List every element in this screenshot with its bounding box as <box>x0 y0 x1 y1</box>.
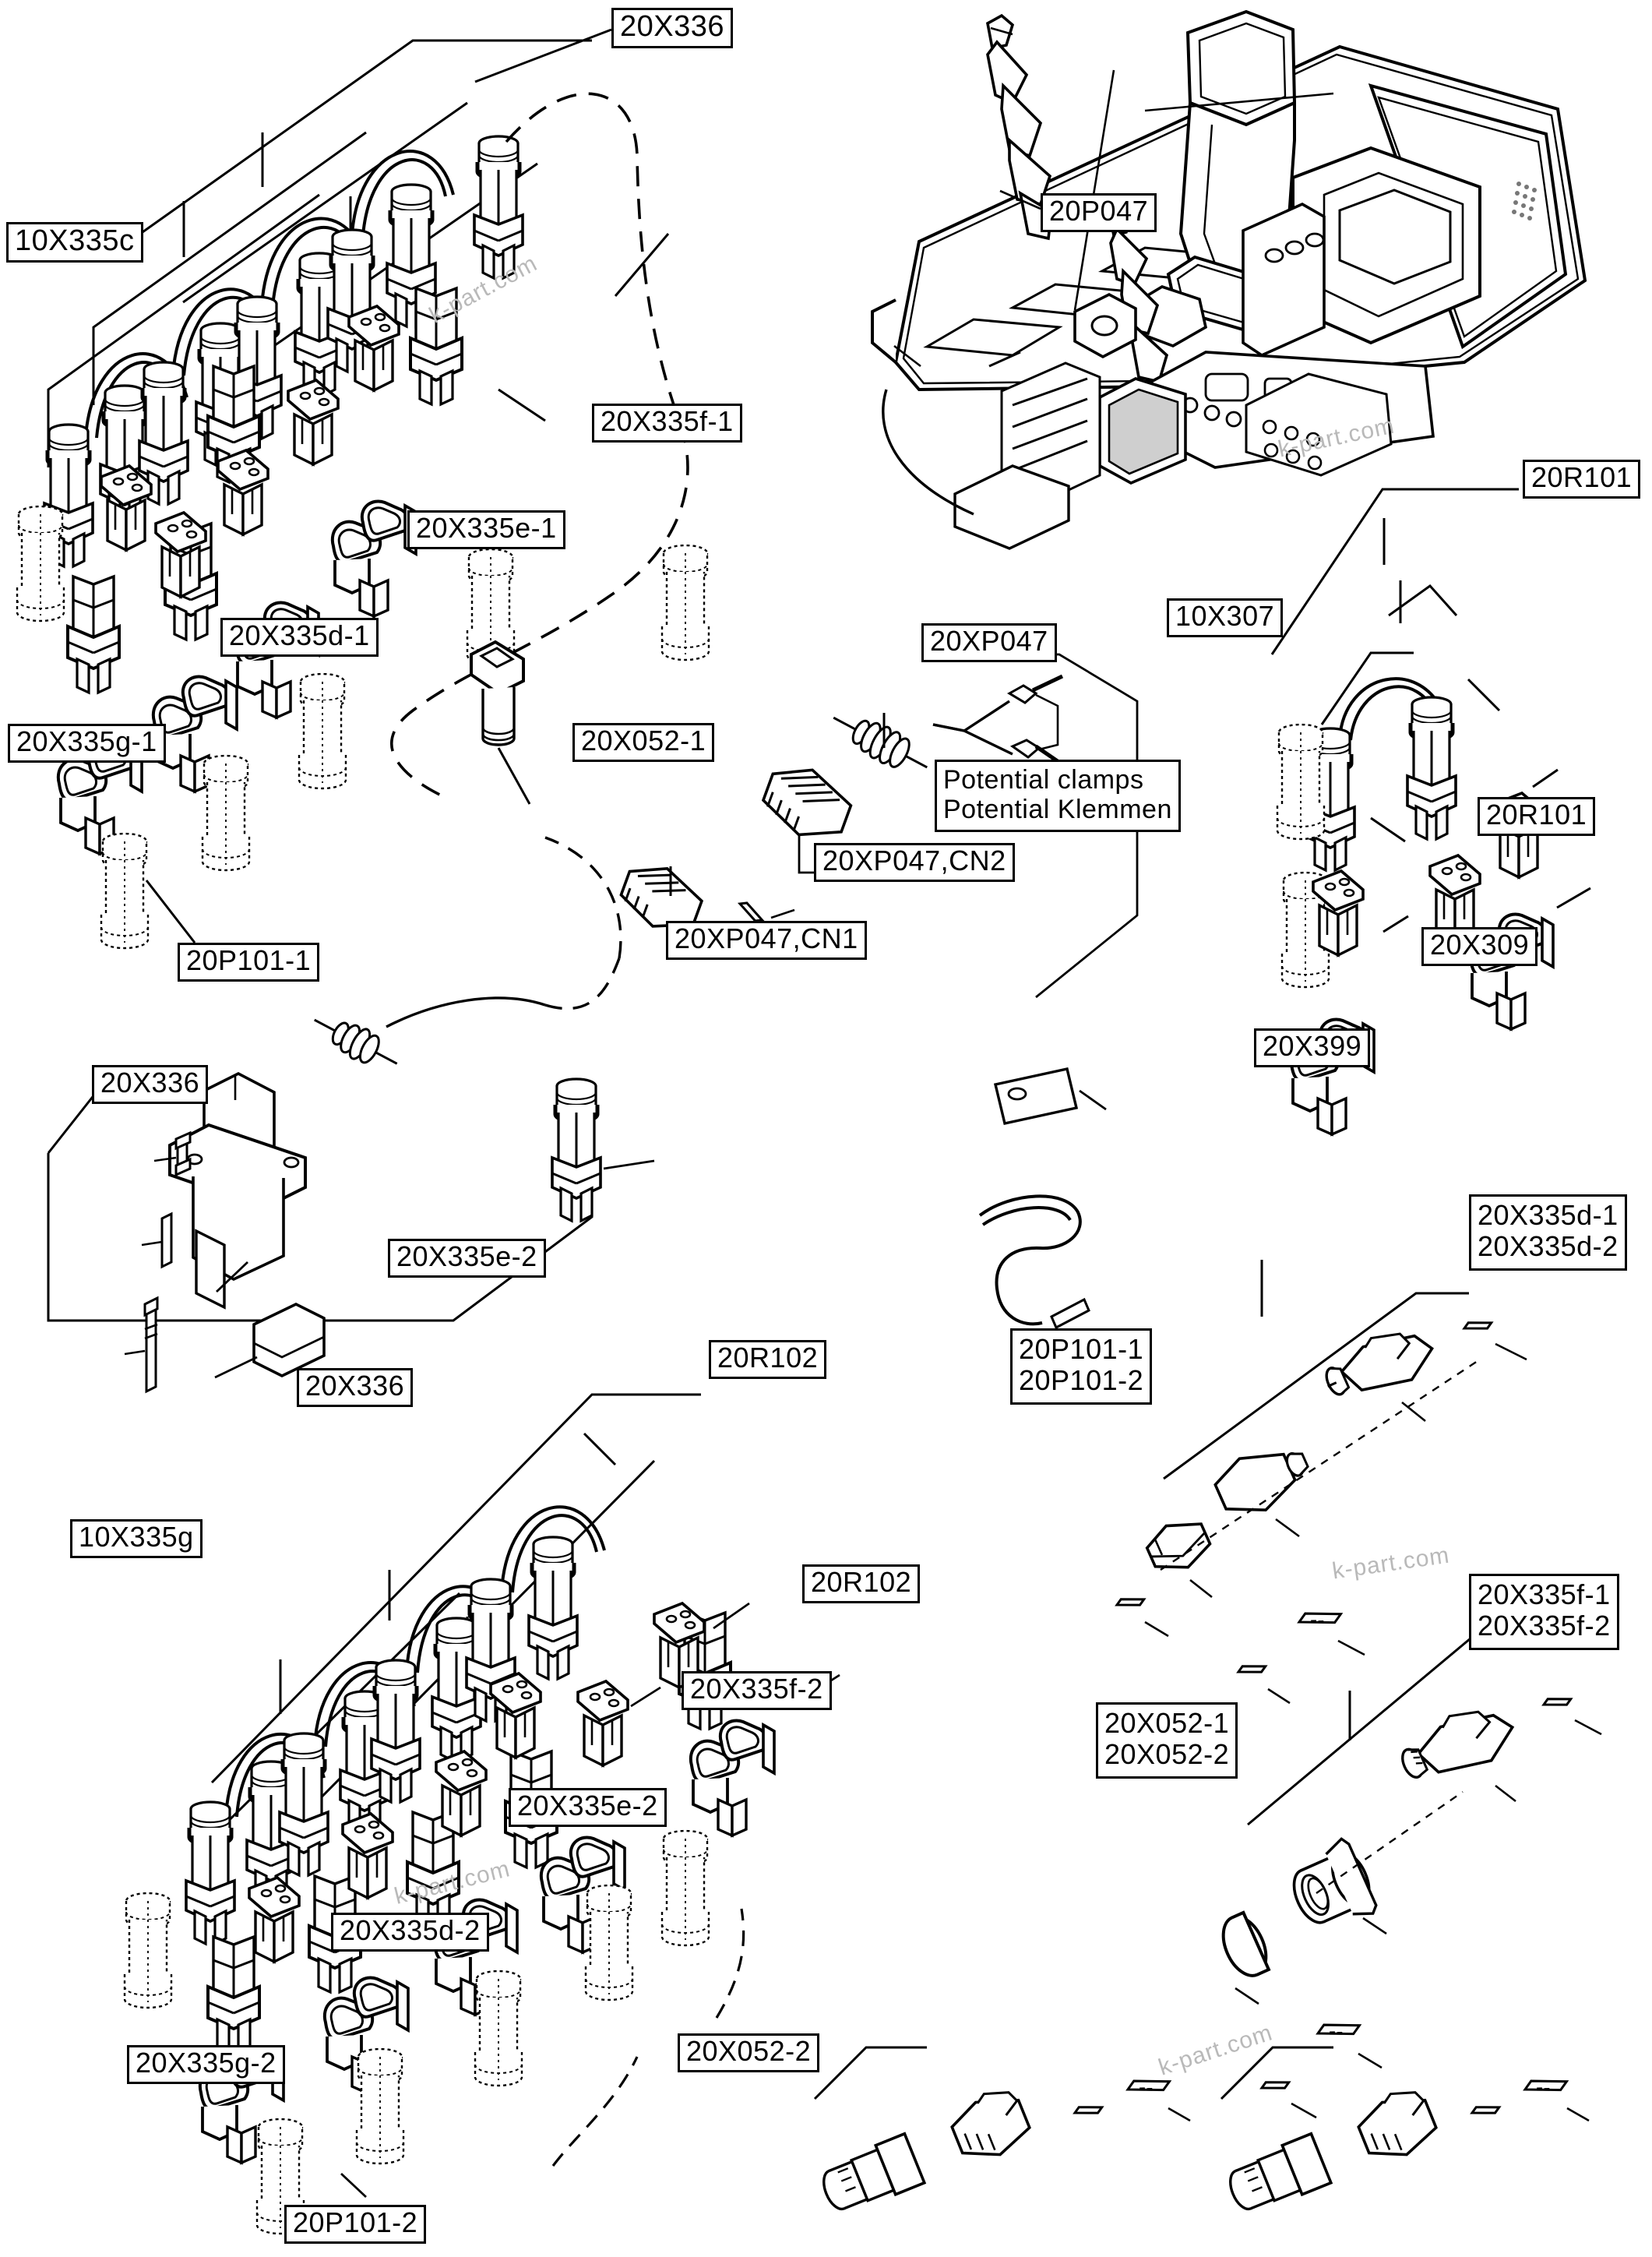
ferrite-coil <box>833 716 928 769</box>
leaders-right-top <box>1270 488 1519 655</box>
callout-20XP047-CN2[interactable]: 20XP047,CN2 <box>814 843 1015 882</box>
operator-cab-assembly <box>871 9 1587 550</box>
callout-10X335c[interactable]: 10X335c <box>6 222 143 263</box>
callout-20P101-1-left[interactable]: 20P101-1 <box>178 943 320 982</box>
callout-20X335g-2[interactable]: 20X335g-2 <box>127 2045 285 2084</box>
callout-10X335g[interactable]: 10X335g <box>70 1519 203 1558</box>
callout-20X052-1-left[interactable]: 20X052-1 <box>572 723 715 762</box>
detail-20X052-20X335f <box>1221 1637 1602 2119</box>
callout-20X309[interactable]: 20X309 <box>1421 927 1538 966</box>
sleeve-20X052-1 <box>470 640 525 746</box>
callout-20X052-pair[interactable]: 20X052-1 20X052-2 <box>1096 1702 1238 1779</box>
callout-10X307[interactable]: 10X307 <box>1167 598 1284 637</box>
ferrite-coil-2 <box>314 1018 398 1065</box>
detail-bottom-connector-pairs <box>813 2046 1590 2211</box>
callout-20X336-group[interactable]: 20X336 <box>92 1065 209 1104</box>
assembly-20XP047 <box>314 653 1139 1065</box>
callout-20X335d-pair[interactable]: 20X335d-1 20X335d-2 <box>1469 1194 1627 1271</box>
callout-20R102-clip[interactable]: 20R102 <box>802 1564 921 1603</box>
callout-20X336-top[interactable]: 20X336 <box>611 8 734 48</box>
callout-20X335d-1[interactable]: 20X335d-1 <box>220 618 379 657</box>
callout-20X335e-2-upper[interactable]: 20X335e-2 <box>388 1239 546 1278</box>
callout-20X335f-2[interactable]: 20X335f-2 <box>682 1671 832 1710</box>
switch-plate-20P047 <box>1073 292 1137 359</box>
callout-20R101-upper[interactable]: 20R101 <box>1523 460 1641 499</box>
callout-20X335f-1[interactable]: 20X335f-1 <box>592 404 742 443</box>
callout-20P101-2-lower[interactable]: 20P101-2 <box>284 2205 427 2244</box>
leader-20X336-top <box>474 28 612 83</box>
callout-20P047[interactable]: 20P047 <box>1041 193 1157 232</box>
callout-20X335d-2-lower[interactable]: 20X335d-2 <box>331 1913 489 1952</box>
callout-20X335e-2-lower[interactable]: 20X335e-2 <box>509 1788 667 1827</box>
callout-20X335d-2-detail: 20X335d-2 <box>1478 1230 1619 1263</box>
potential-clamps-en: Potential clamps <box>943 765 1144 795</box>
harness-cluster-10X335c <box>16 92 710 950</box>
misc-hardware <box>978 1067 1107 1330</box>
callout-20X052-2-detail: 20X052-2 <box>1104 1738 1230 1771</box>
callout-20P101-pair[interactable]: 20P101-1 20P101-2 <box>1010 1328 1153 1405</box>
callout-20R101-lower[interactable]: 20R101 <box>1478 797 1596 836</box>
callout-20P101-1-detail: 20P101-1 <box>1019 1333 1144 1365</box>
callout-20X335f-1-detail: 20X335f-1 <box>1478 1578 1611 1610</box>
joystick-left <box>985 13 1053 241</box>
callout-20X335e-1[interactable]: 20X335e-1 <box>407 510 565 549</box>
callout-20R102-top[interactable]: 20R102 <box>709 1340 827 1379</box>
callout-20P101-2-detail: 20P101-2 <box>1019 1364 1144 1397</box>
callout-20X399[interactable]: 20X399 <box>1254 1028 1371 1067</box>
harness-cluster-10X307 <box>1276 677 1591 1136</box>
callout-20XP047-CN1[interactable]: 20XP047,CN1 <box>666 921 867 960</box>
callout-20X335g-1[interactable]: 20X335g-1 <box>8 724 166 763</box>
potential-clamps-de: Potential Klemmen <box>943 795 1172 825</box>
callout-20X052-1-detail: 20X052-1 <box>1104 1707 1230 1739</box>
pin-stack <box>124 1130 192 1394</box>
callout-20X336-cover[interactable]: 20X336 <box>297 1368 414 1407</box>
connector-CN2 <box>761 768 853 837</box>
callout-20X335f-pair[interactable]: 20X335f-1 20X335f-2 <box>1469 1574 1619 1650</box>
callout-20X335f-2-detail: 20X335f-2 <box>1478 1610 1611 1642</box>
callout-potential-clamps[interactable]: Potential clamps Potential Klemmen <box>935 760 1181 833</box>
group-bracket-10X307 <box>1320 651 1501 725</box>
callout-20X335d-1-detail: 20X335d-1 <box>1478 1199 1619 1231</box>
assembly-20X336 <box>47 1071 655 1394</box>
callout-20X052-2-lower[interactable]: 20X052-2 <box>678 2033 820 2072</box>
detail-20P101-20X335d <box>1114 1260 1527 1705</box>
callout-20XP047[interactable]: 20XP047 <box>921 623 1057 662</box>
vent-dots <box>1512 182 1537 220</box>
